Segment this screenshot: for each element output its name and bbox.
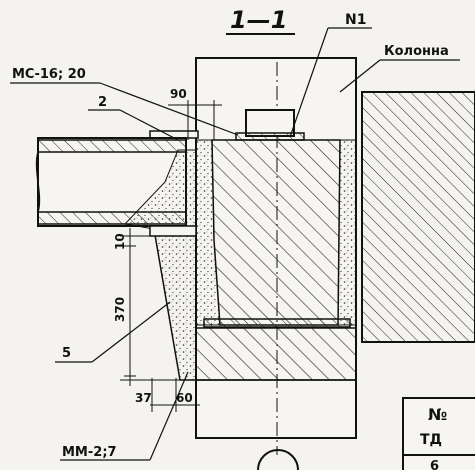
table-num: 6 [430,459,439,470]
dim-10: 10 [113,233,127,250]
label-mc: МС-16; 20 [12,67,86,82]
label-two: 2 [98,95,107,110]
label-five: 5 [62,346,71,361]
slab-beam [35,137,197,231]
grout-wedge [149,225,197,381]
bottom-plate [203,318,351,328]
leader-lines [10,27,460,461]
label-mm: ММ-2;7 [62,445,117,460]
section-title: 1—1 [230,6,287,34]
label-n1: N1 [345,12,366,28]
label-kolonna: Колонна [384,44,449,59]
dim-370: 370 [113,297,127,322]
grout-fill [195,139,357,326]
table-no: № [428,405,447,424]
column-hatched-zone [195,139,357,381]
dimension-lines [120,100,222,412]
right-masonry [361,91,475,343]
dim-60: 60 [176,391,193,405]
embedded-plate-n1 [149,109,305,141]
dim-37: 37 [135,391,152,405]
table-fragment [402,397,475,470]
dim-90: 90 [170,87,187,101]
section-marker-circle [257,449,299,470]
table-td: ТД [420,432,442,448]
